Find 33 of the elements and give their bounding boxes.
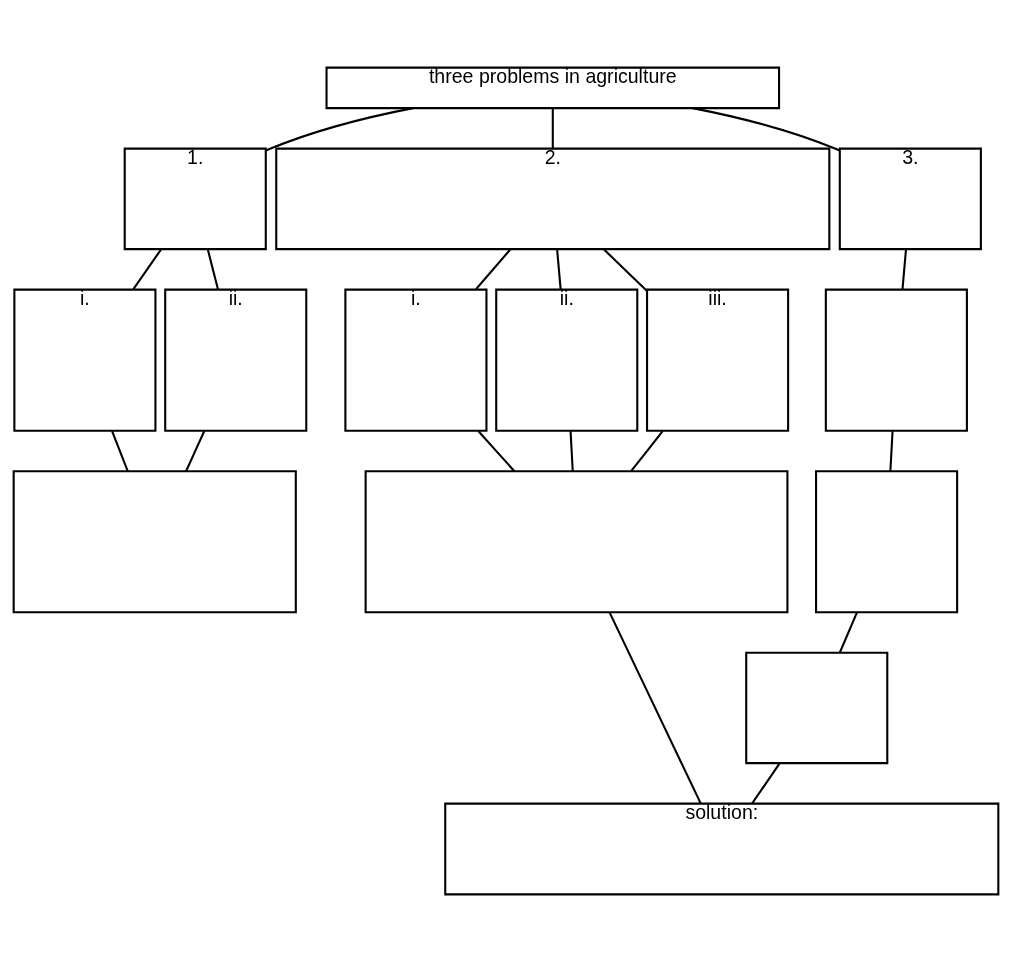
node-box: solution: [444, 802, 1000, 895]
connector [751, 762, 781, 804]
connector [475, 248, 512, 290]
connector [265, 106, 414, 152]
node-box [364, 469, 789, 613]
connector [569, 430, 574, 471]
connector [185, 430, 206, 472]
connector [206, 248, 219, 289]
node-box: 1. [123, 147, 267, 250]
connector [111, 430, 129, 472]
node-box: i. [13, 288, 157, 432]
connector [608, 611, 702, 804]
connector [556, 248, 562, 289]
connector [477, 430, 516, 472]
node-box [824, 288, 968, 432]
node-box: three problems in agriculture [325, 66, 781, 109]
connector [603, 248, 648, 292]
node-box: ii. [495, 288, 639, 432]
connector [889, 430, 894, 471]
node-box [815, 469, 959, 613]
connector [692, 106, 841, 152]
node-box: ii. [164, 288, 308, 432]
connector [132, 248, 162, 290]
node-box: i. [344, 288, 488, 432]
node-box: 2. [275, 147, 831, 250]
node-box [745, 651, 889, 764]
connector [630, 430, 664, 472]
connector [901, 248, 908, 289]
connector [551, 108, 554, 149]
node-box: 3. [838, 147, 982, 250]
node-box [12, 469, 297, 613]
connector [838, 611, 858, 653]
node-box: iii. [646, 288, 790, 432]
